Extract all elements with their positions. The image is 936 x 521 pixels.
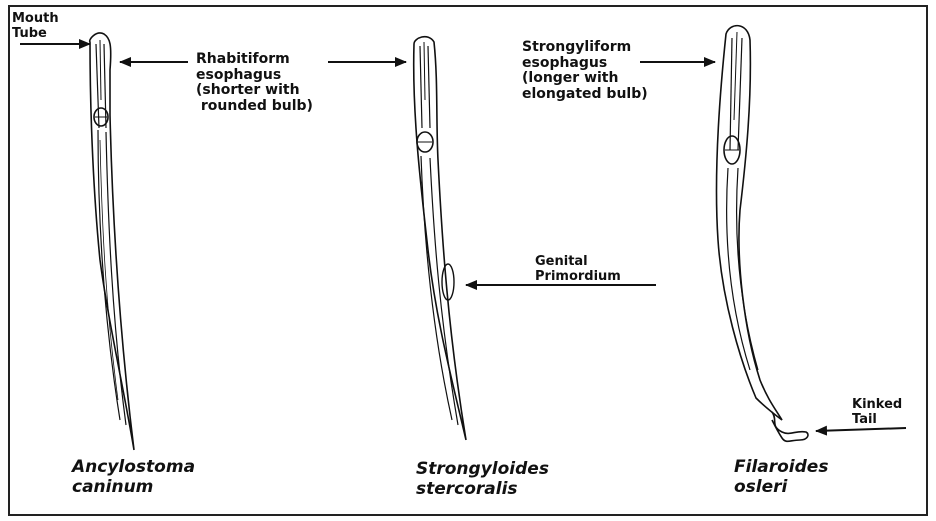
larva-filaroides <box>716 26 808 442</box>
mouth-tube-label: Mouth Tube <box>12 12 59 41</box>
diagram-frame <box>9 6 927 515</box>
kinked-tail-arrow <box>816 428 906 431</box>
genital-primordium-label: Genital Primordium <box>535 255 621 284</box>
larva-strongyloides <box>414 37 466 440</box>
rhabditiform-label: Rhabitiform esophagus (shorter with roun… <box>196 52 313 115</box>
species-strongyloides: Strongyloides stercoralis <box>416 460 549 499</box>
species-ancylostoma: Ancylostoma caninum <box>72 458 195 497</box>
larva-ancylostoma <box>90 33 134 450</box>
kinked-tail-label: Kinked Tail <box>852 398 902 427</box>
species-filaroides: Filaroides osleri <box>734 458 828 497</box>
strongyliform-label: Strongyliform esophagus (longer with elo… <box>522 40 648 103</box>
annotation-arrows <box>20 44 906 431</box>
